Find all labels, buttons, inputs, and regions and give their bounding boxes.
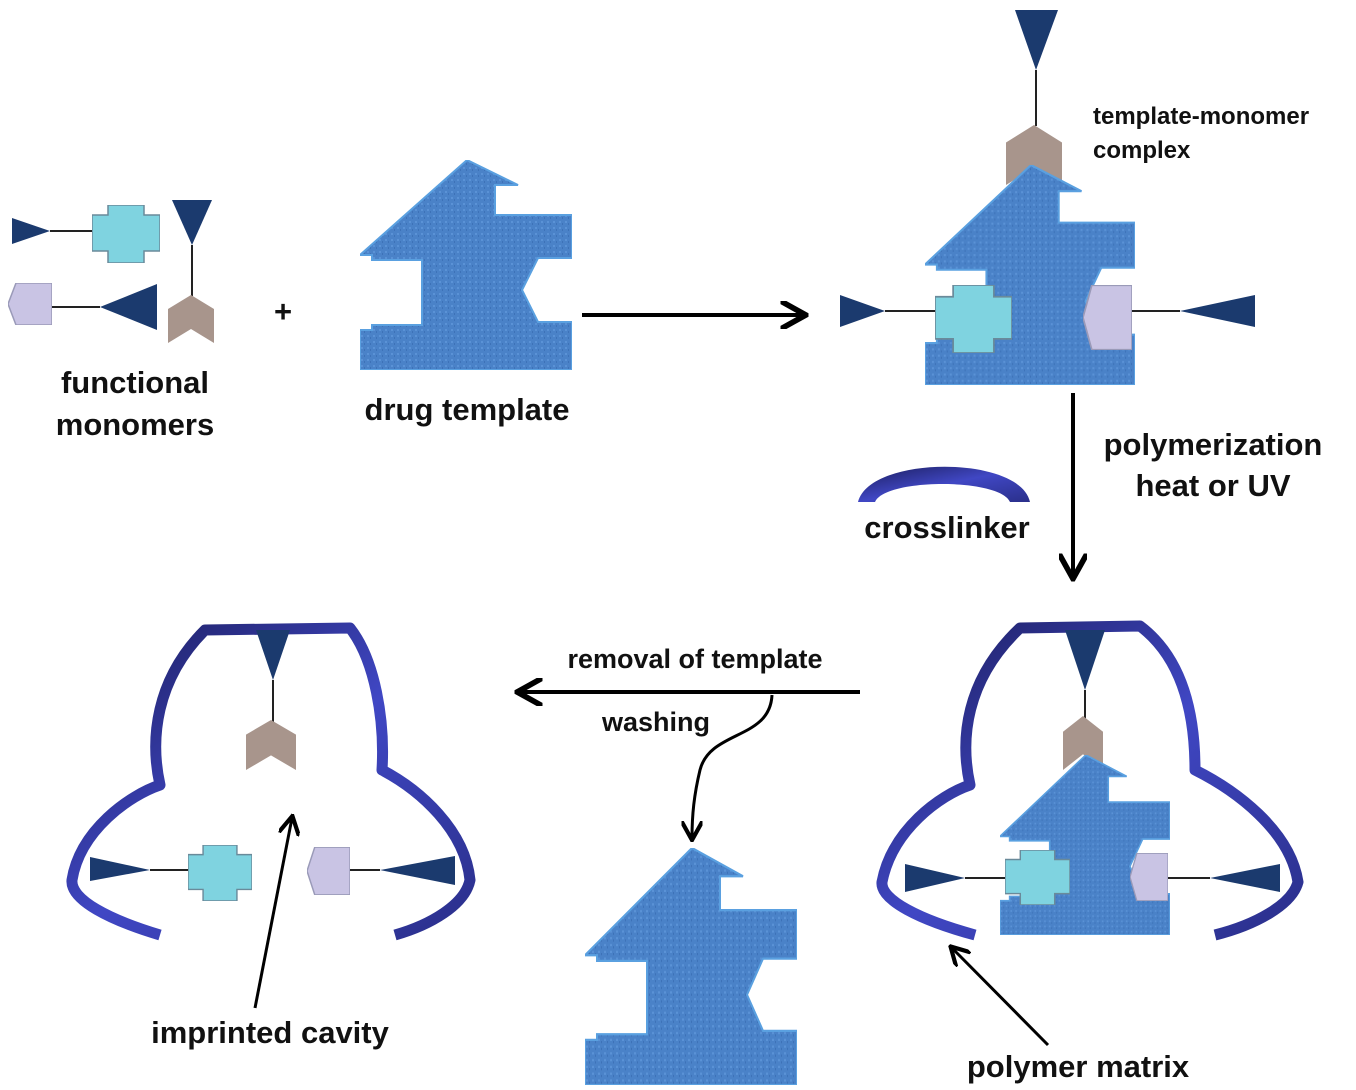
hexagon-monomer-icon	[1083, 285, 1132, 350]
template-monomer-complex	[840, 10, 1255, 385]
triangle-monomer-icon	[90, 857, 150, 881]
imprinted-cavity-group	[66, 622, 476, 941]
functional-monomers-label-2: monomers	[56, 407, 214, 442]
polymer-matrix-label: polymer matrix	[967, 1049, 1190, 1084]
polymer-matrix-complex	[876, 620, 1304, 941]
plus-sign: +	[274, 294, 292, 329]
removal-label: removal of template	[567, 644, 822, 674]
triangle-monomer-icon	[256, 630, 290, 680]
chevron-monomer-icon	[246, 720, 296, 770]
functional-monomers-group	[8, 200, 214, 343]
triangle-monomer-icon	[1065, 630, 1105, 690]
triangle-monomer-icon	[1015, 10, 1058, 70]
drug-template-label: drug template	[365, 392, 570, 427]
drug-template-shape	[1000, 755, 1170, 935]
arrow-polymer-matrix	[952, 948, 1050, 1047]
triangle-monomer-icon	[1210, 864, 1280, 892]
functional-monomers-label: functional	[61, 365, 209, 400]
triangle-monomer-icon	[905, 864, 965, 892]
released-template-shape	[585, 848, 797, 1085]
complex-label-2: complex	[1093, 137, 1191, 164]
imprinted-cavity-label: imprinted cavity	[151, 1015, 389, 1050]
arrow-washing	[692, 694, 774, 838]
triangle-monomer-icon	[840, 295, 885, 327]
cross-monomer-icon	[188, 845, 252, 901]
complex-label: template-monomer	[1093, 103, 1309, 130]
hexagon-monomer-icon	[307, 847, 350, 895]
hexagon-monomer-icon	[1130, 853, 1168, 901]
drug-template-shape	[360, 160, 572, 370]
washing-label: washing	[601, 707, 710, 737]
crosslinker-icon	[858, 466, 1030, 502]
arrow-imprinted-cavity	[253, 818, 292, 1009]
hexagon-monomer-icon	[8, 283, 52, 325]
triangle-monomer-icon	[172, 200, 212, 245]
triangle-monomer-icon	[380, 856, 455, 885]
triangle-monomer-icon	[100, 284, 157, 330]
heat-or-uv-label: heat or UV	[1135, 468, 1290, 503]
polymerization-label: polymerization	[1104, 427, 1323, 462]
polymer-matrix-shape	[876, 620, 1304, 941]
cross-monomer-icon	[92, 205, 160, 263]
triangle-monomer-icon	[12, 218, 50, 244]
polymer-cavity-shape	[66, 622, 476, 941]
triangle-monomer-icon	[1180, 295, 1255, 327]
crosslinker-label: crosslinker	[864, 510, 1029, 545]
chevron-monomer-icon	[168, 295, 214, 343]
